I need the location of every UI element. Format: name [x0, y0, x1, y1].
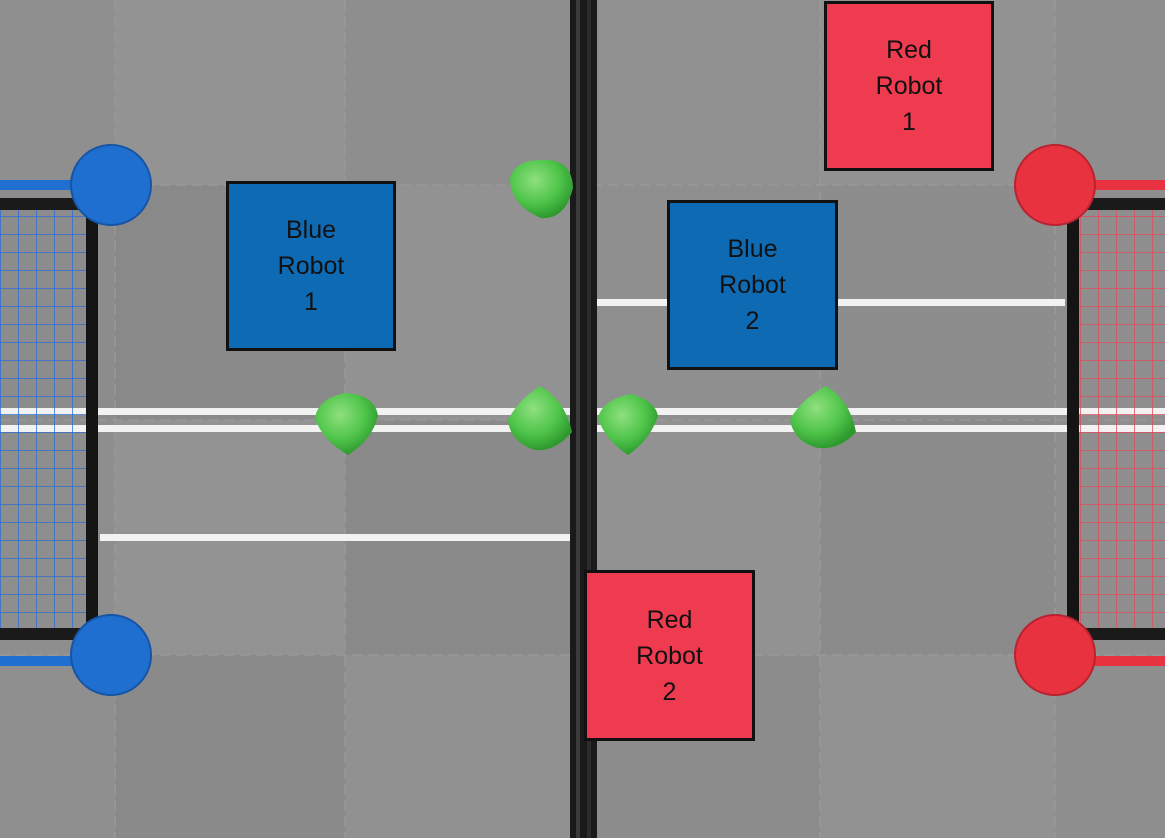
robot-label-number: 2 — [745, 307, 760, 335]
red-goal — [1014, 144, 1165, 696]
triball-icon — [508, 386, 572, 451]
robot-label-line: Red — [646, 605, 693, 634]
center-barrier — [570, 0, 597, 838]
red-robot-1: Red Robot 1 — [824, 1, 994, 171]
blue-goal — [0, 144, 152, 696]
robot-label-line: Robot — [875, 72, 943, 100]
robot-label-line: Blue — [727, 235, 778, 263]
robot-label-line: Robot — [636, 641, 703, 670]
red-robot-2: Red Robot 2 — [584, 570, 755, 741]
robot-label-number: 1 — [304, 288, 318, 316]
triball-icon — [598, 394, 658, 455]
robot-label-line: Robot — [277, 252, 345, 280]
robot-label-number: 1 — [902, 108, 916, 136]
robot-label-number: 2 — [662, 677, 677, 706]
triball-icon — [315, 393, 378, 455]
triball-icon — [510, 159, 573, 219]
robot-label-line: Robot — [719, 271, 786, 299]
blue-robot-2: Blue Robot 2 — [667, 200, 838, 370]
triball-icon — [790, 386, 856, 449]
blue-robot-1: Blue Robot 1 — [226, 181, 396, 351]
robot-label-line: Red — [886, 36, 932, 64]
robot-label-line: Blue — [285, 216, 337, 244]
